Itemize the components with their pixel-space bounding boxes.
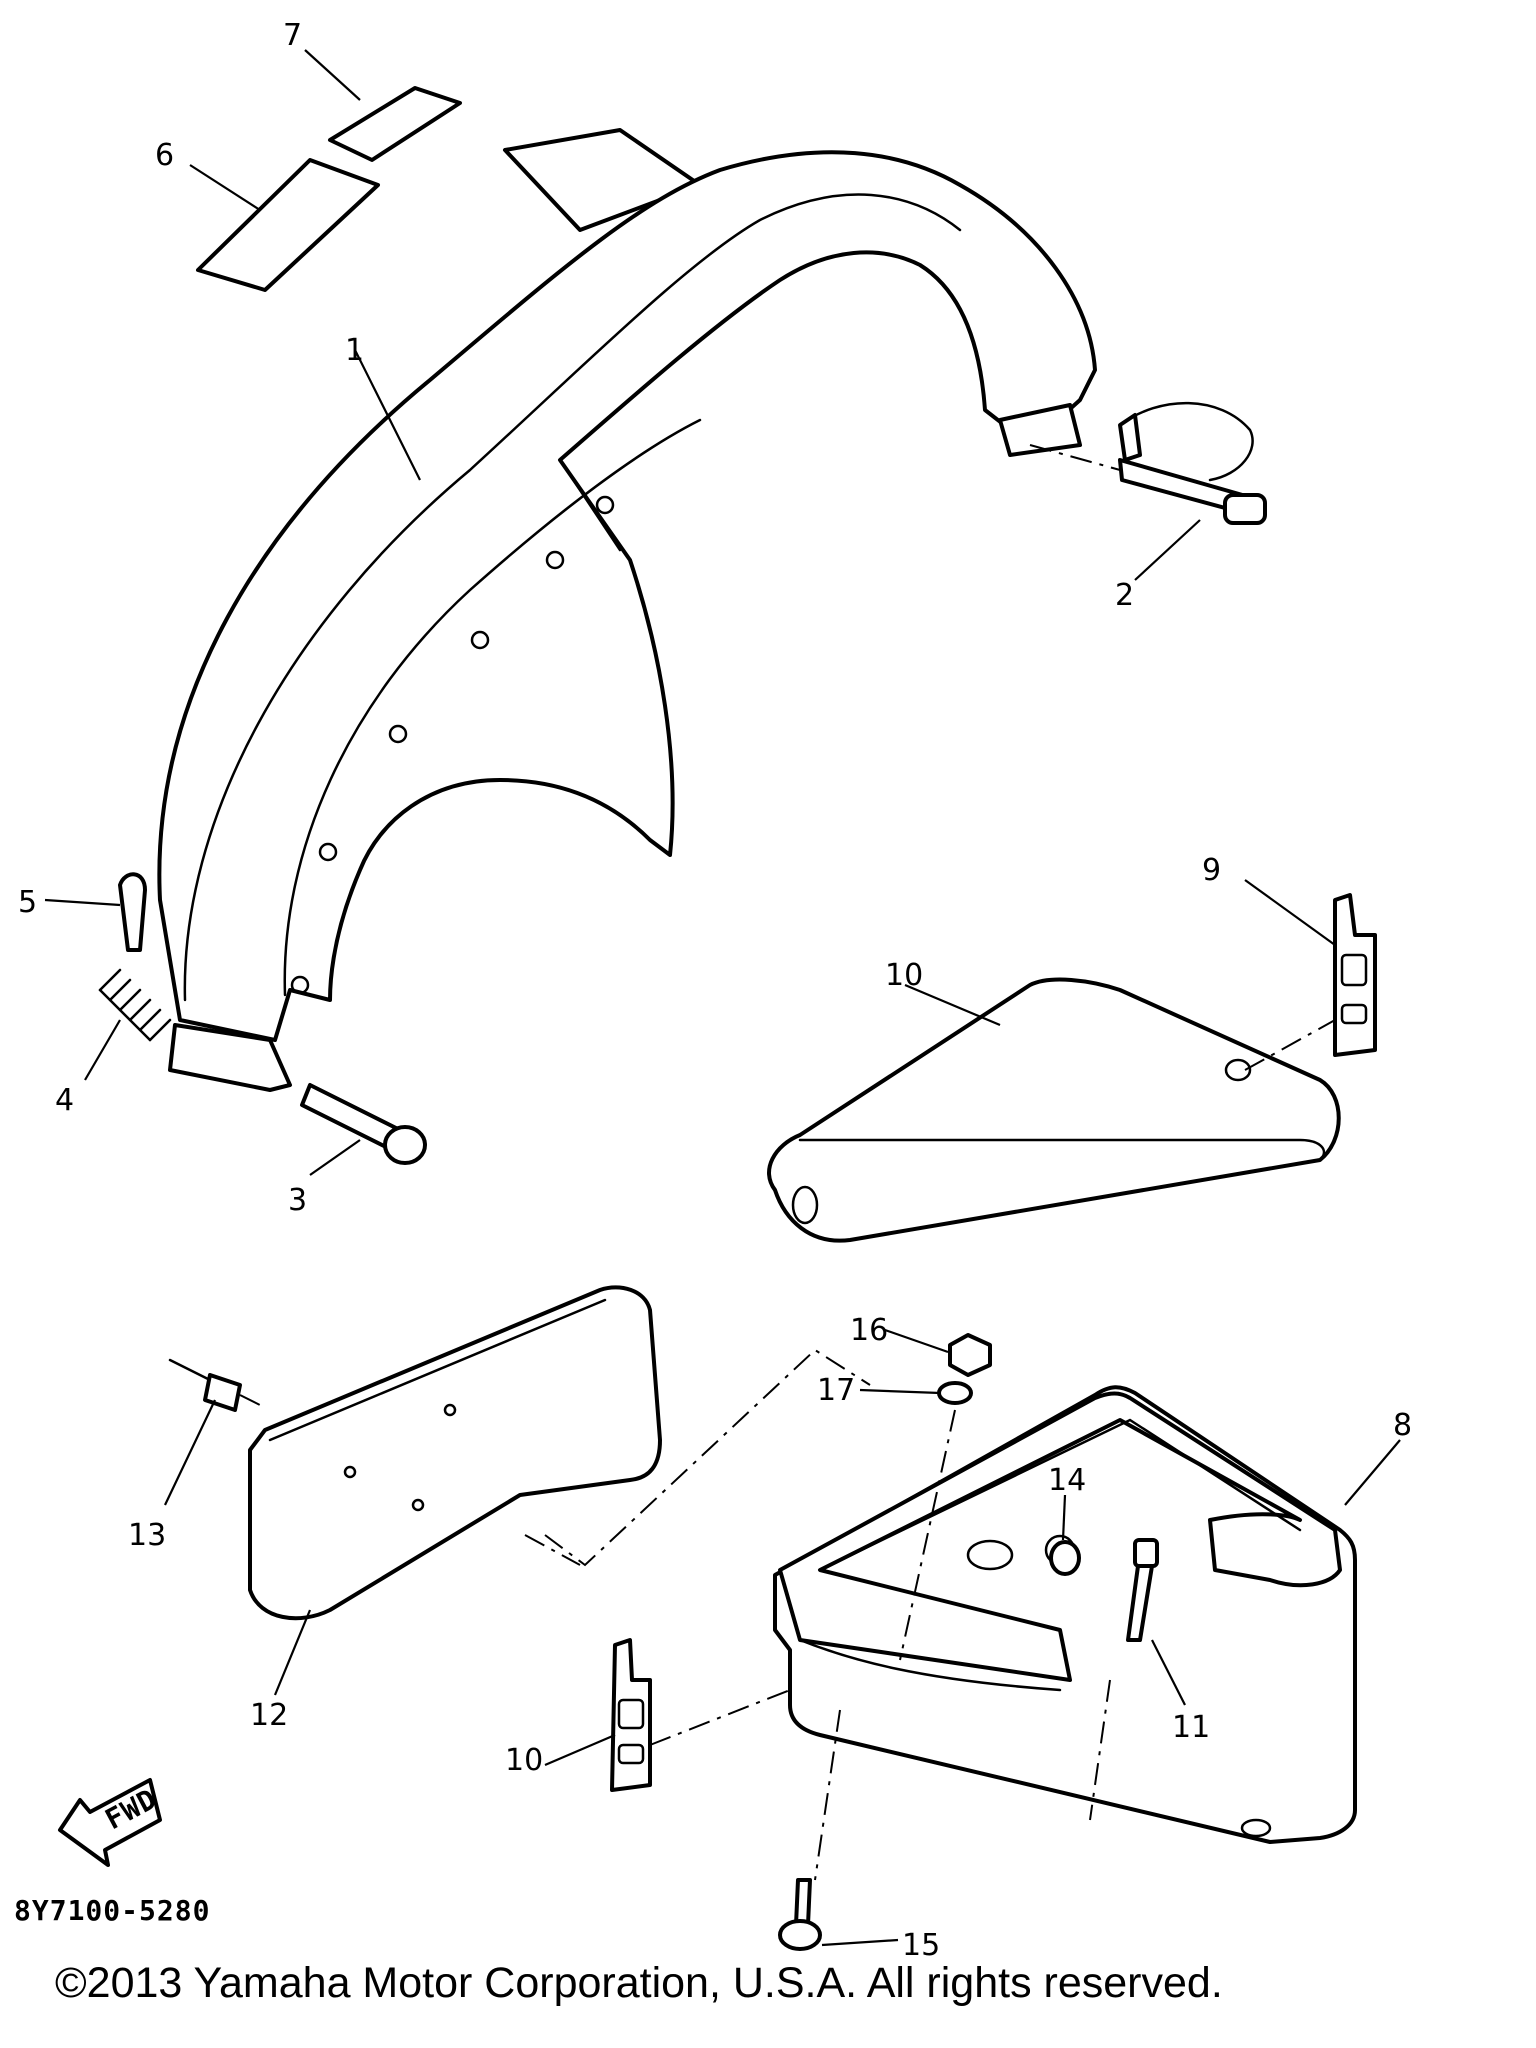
callout-10-upper: 9 bbox=[1202, 853, 1221, 888]
callout-12: 12 bbox=[250, 1698, 288, 1733]
side-cover-upper bbox=[767, 977, 1341, 1243]
cotter-pin-part bbox=[118, 872, 147, 952]
chain-case-guard bbox=[157, 128, 1097, 1092]
callout-5: 5 bbox=[18, 885, 37, 920]
callout-3: 3 bbox=[288, 1183, 307, 1218]
screw-13 bbox=[168, 1358, 242, 1412]
pin-part bbox=[300, 1083, 427, 1165]
callout-10-lower: 10 bbox=[505, 1743, 543, 1778]
assembly-lines bbox=[239, 444, 1336, 1881]
callout-13: 13 bbox=[128, 1518, 166, 1553]
callout-9: 10 bbox=[885, 958, 923, 993]
bolt-15 bbox=[778, 1878, 822, 1951]
nut-16 bbox=[948, 1333, 992, 1377]
clip-part bbox=[1118, 401, 1267, 525]
callout-4: 4 bbox=[55, 1083, 74, 1118]
callout-14: 14 bbox=[1048, 1463, 1086, 1498]
copyright-notice: ©2013 Yamaha Motor Corporation, U.S.A. A… bbox=[55, 1959, 1223, 2007]
callout-6: 6 bbox=[155, 138, 174, 173]
clip-10-lower bbox=[610, 1638, 652, 1792]
callout-2: 2 bbox=[1115, 578, 1134, 613]
callout-numbers: 7 6 1 2 5 4 3 9 10 16 17 8 14 11 13 12 1… bbox=[18, 18, 1412, 1963]
bolt-11 bbox=[1126, 1538, 1159, 1642]
callout-7: 7 bbox=[283, 18, 302, 53]
diagram-code: 8Y7100-5280 bbox=[14, 1894, 210, 1927]
grommet-14 bbox=[1049, 1540, 1081, 1576]
decal-parts bbox=[196, 86, 462, 292]
fwd-arrow-icon: FWD bbox=[58, 1778, 163, 1867]
cover-plate bbox=[248, 1285, 662, 1621]
callout-8: 8 bbox=[1393, 1408, 1412, 1443]
spring-part bbox=[98, 968, 172, 1042]
lower-case-box bbox=[773, 1385, 1357, 1844]
washer-17 bbox=[937, 1381, 973, 1405]
leader-lines bbox=[44, 49, 1401, 1947]
callout-16: 16 bbox=[850, 1313, 888, 1348]
callout-11: 11 bbox=[1172, 1710, 1210, 1745]
callout-15: 15 bbox=[902, 1928, 940, 1963]
clip-10-upper bbox=[1333, 893, 1377, 1057]
callout-1: 1 bbox=[345, 333, 364, 368]
callout-17: 17 bbox=[817, 1373, 855, 1408]
